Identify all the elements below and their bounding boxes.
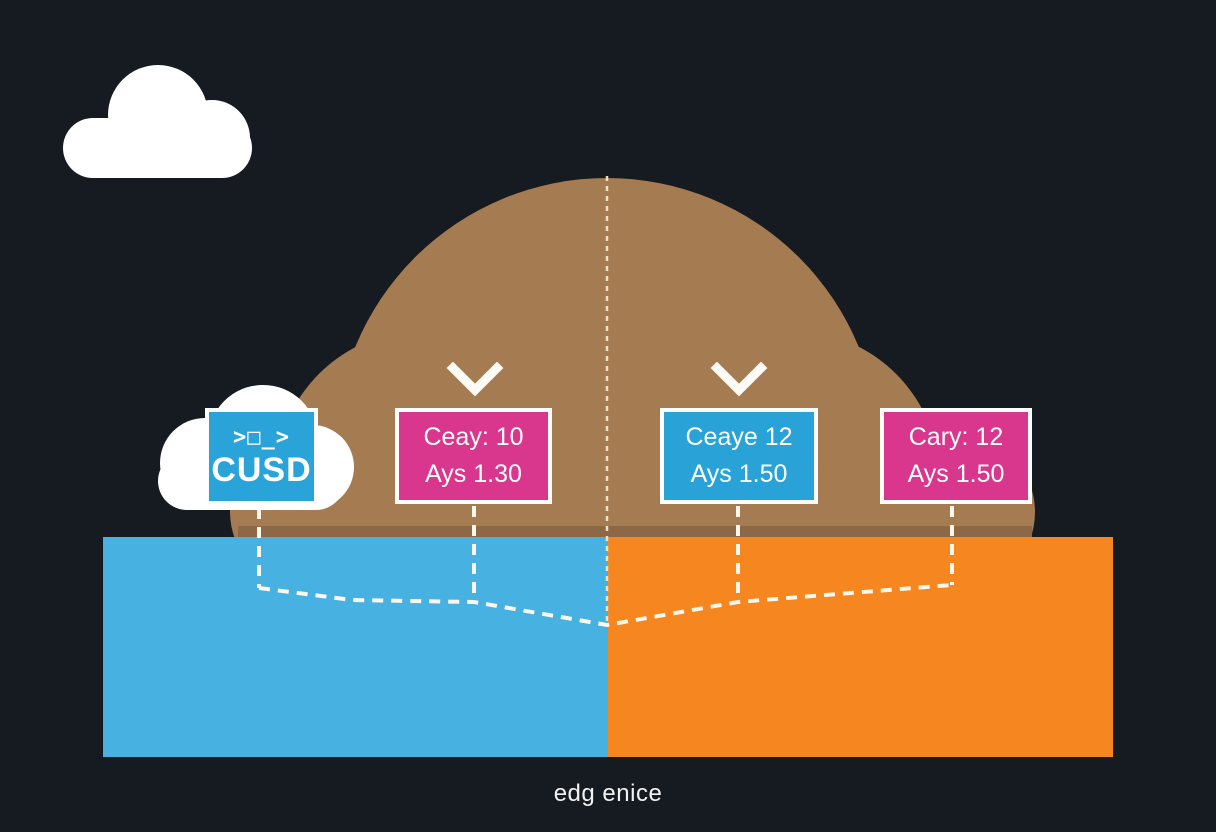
metric-box: Ceay: 10 Ays 1.30 [395, 408, 552, 504]
metric-line-1: Ceaye 12 [685, 423, 793, 451]
metric-box: Cary: 12 Ays 1.50 [880, 408, 1032, 504]
metric-line-2: Ays 1.30 [425, 460, 522, 488]
terminal-box-label: CUSD [211, 450, 312, 489]
right-panel [608, 537, 1113, 757]
metric-line-1: Ceay: 10 [423, 423, 524, 451]
terminal-prompt-icon: >□_> [233, 424, 290, 450]
cloud-part [174, 100, 250, 176]
left-panel [103, 537, 608, 757]
metric-line-1: Cary: 12 [908, 423, 1004, 451]
cloud-shadow-band [238, 526, 1032, 537]
metric-line-2: Ays 1.50 [907, 460, 1005, 488]
metric-line-2: Ays 1.50 [690, 460, 788, 488]
terminal-box: >□_> CUSD [205, 408, 318, 505]
caption: edg enice [553, 780, 663, 807]
metric-box: Ceaye 12 Ays 1.50 [660, 408, 818, 504]
